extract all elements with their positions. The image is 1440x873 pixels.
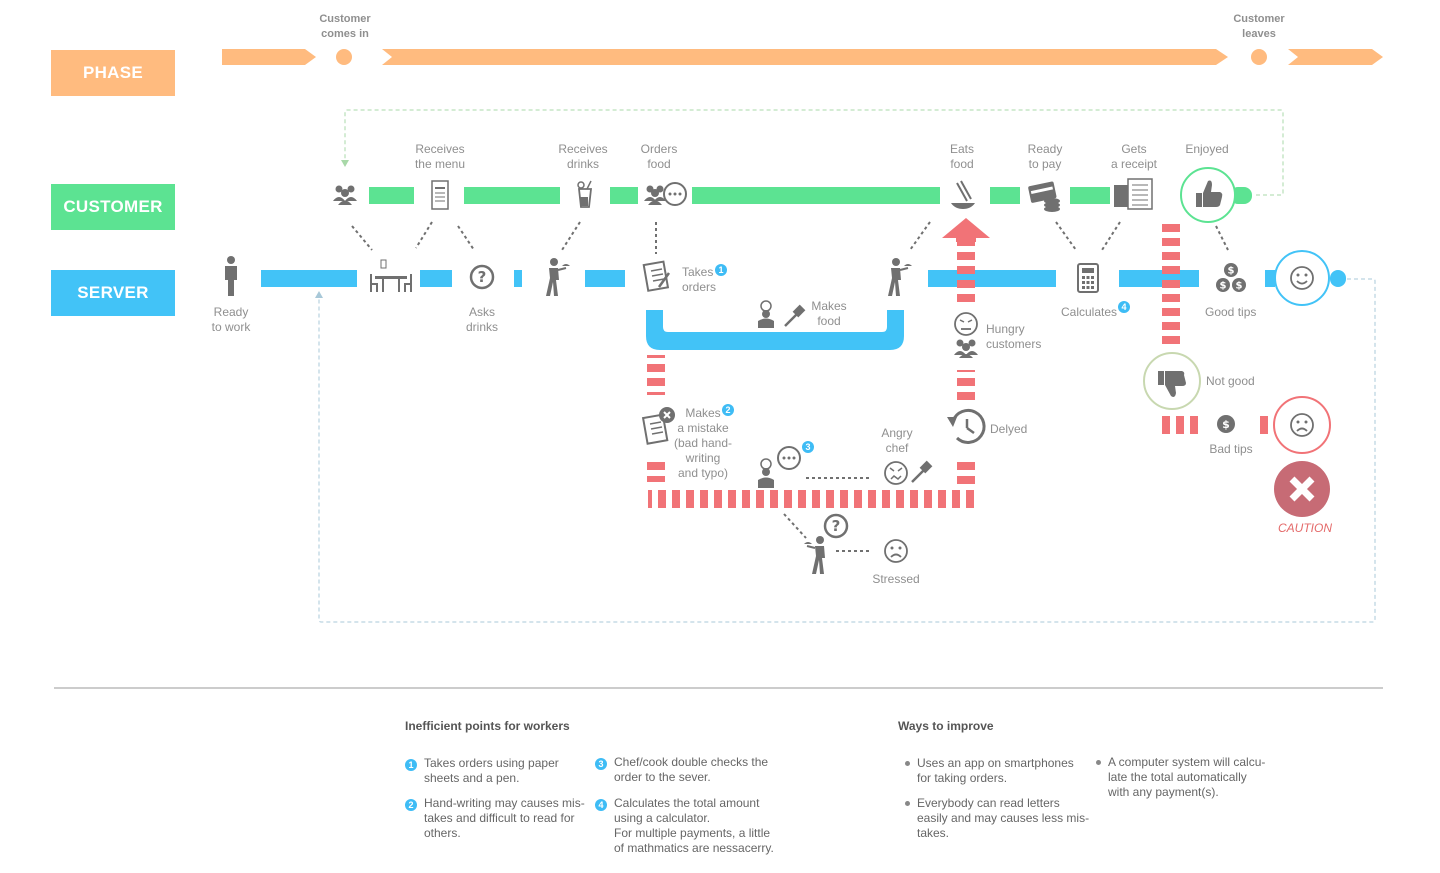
clock-delay-icon	[947, 408, 986, 444]
improve-item: Uses an app on smartphones for taking or…	[917, 756, 1074, 785]
inefficient-item: Calculates the total amount using a calc…	[614, 796, 774, 855]
loop-arrowhead-server	[315, 291, 323, 298]
angry-face-icon	[884, 461, 908, 485]
lane-phase-label: PHASE	[82, 63, 144, 82]
step-asks-drinks: Asks drinks	[465, 305, 498, 334]
loop-arrowhead-customer	[341, 160, 349, 167]
good-tips-coins-icon: $ $ $	[1216, 263, 1246, 292]
step-enjoyed: Enjoyed	[1185, 142, 1229, 156]
calculator-icon	[1077, 263, 1099, 293]
spatula-icon	[784, 304, 806, 327]
svg-text:$: $	[1222, 418, 1230, 431]
pain-paths	[647, 218, 1274, 508]
step-makes-mistake: Makes a mistake (bad hand- writing and t…	[673, 406, 733, 480]
step-hungry-customers: Hungry customers	[986, 322, 1042, 351]
step-makes-food: Makes food	[811, 299, 847, 328]
badge-1: 1	[715, 264, 727, 276]
lane-customer-label: CUSTOMER	[63, 197, 163, 216]
pain-up-arrow	[942, 218, 990, 242]
step-eats-food: Eats food	[949, 142, 974, 171]
chef-icon	[758, 300, 774, 328]
menu-icon	[431, 180, 449, 210]
inefficient-title: Inefficient points for workers	[405, 719, 570, 733]
thumbs-up-icon	[1180, 167, 1236, 223]
badge-3: 3	[802, 441, 814, 453]
chef-icon	[758, 458, 774, 488]
inefficient-item-number: 4	[595, 799, 607, 811]
bullet-icon	[1096, 760, 1101, 765]
step-good-tips: Good tips	[1205, 305, 1257, 319]
receipt-icon	[1114, 178, 1153, 210]
step-calculates: Calculates	[1061, 305, 1118, 319]
waiter-icon	[888, 258, 912, 296]
badge-4: 4	[1118, 301, 1130, 313]
lane-phase: PHASE	[51, 50, 175, 96]
phase-start-marker	[336, 49, 352, 65]
phase-customer-comes-in: Customer comes in	[319, 13, 371, 40]
inefficient-item-number: 3	[595, 758, 607, 770]
badge-2: 2	[722, 404, 734, 416]
inefficient-item: Hand-writing may causes mis- takes and d…	[424, 796, 585, 840]
sad-face-icon	[1273, 396, 1331, 454]
caution-icon	[1274, 461, 1330, 517]
step-not-good: Not good	[1206, 374, 1255, 388]
phase-end-marker	[1251, 49, 1267, 65]
notepad-icon	[642, 260, 671, 292]
step-receives-menu: Receives the menu	[414, 142, 466, 171]
customer-group-icon	[954, 339, 978, 358]
svg-text:$: $	[1236, 281, 1243, 292]
waiter-icon	[804, 536, 825, 574]
customer-group-icon	[333, 185, 357, 205]
order-chat-icon	[644, 182, 687, 206]
question-bubble-icon: ?	[469, 264, 495, 290]
svg-text:$: $	[1220, 281, 1227, 292]
caution-label: CAUTION	[1278, 521, 1332, 535]
svg-text:?: ?	[478, 268, 487, 286]
happy-face-icon	[1274, 250, 1330, 306]
step-gets-receipt: Gets a receipt	[1110, 142, 1158, 171]
svg-text:?: ?	[832, 517, 841, 535]
step-bad-tips: Bad tips	[1209, 442, 1253, 456]
stressed-face-icon	[884, 539, 908, 563]
phase-customer-leaves: Customer leaves	[1233, 13, 1285, 40]
question-bubble-icon: ?	[823, 513, 849, 539]
connectors	[351, 221, 1229, 552]
step-stressed: Stressed	[872, 572, 920, 586]
mistake-notepad-icon	[641, 407, 675, 445]
step-ready-to-work: Ready to work	[211, 305, 251, 334]
inefficient-item-number: 1	[405, 759, 417, 771]
bullet-icon	[905, 801, 910, 806]
step-ready-to-pay: Ready to pay	[1027, 142, 1063, 171]
inefficient-item: Takes orders using paper sheets and a pe…	[424, 756, 559, 785]
payment-icon	[1028, 181, 1060, 212]
hungry-face-icon	[954, 312, 978, 336]
phase-line	[222, 49, 1383, 65]
step-takes-orders: Takes orders	[682, 265, 717, 294]
lane-customer: CUSTOMER	[51, 184, 175, 230]
bad-tips-coin-icon: $	[1217, 415, 1235, 433]
table-icon	[370, 259, 412, 292]
lane-server-label: SERVER	[77, 283, 149, 302]
bullet-icon	[905, 761, 910, 766]
thumbs-down-icon	[1143, 352, 1201, 410]
waiter-icon	[546, 258, 570, 296]
lane-server: SERVER	[51, 270, 175, 316]
chat-bubble-icon	[777, 446, 801, 470]
spatula-icon	[911, 460, 933, 483]
improve-item: A computer system will calcu- late the t…	[1108, 755, 1266, 799]
drink-icon	[577, 180, 593, 208]
improve-item: Everybody can read letters easily and ma…	[917, 796, 1090, 840]
step-delyed: Delyed	[990, 422, 1028, 436]
improve-title: Ways to improve	[898, 719, 994, 733]
step-receives-drinks: Receives drinks	[558, 142, 608, 171]
server-standing-icon	[225, 256, 237, 296]
inefficient-item-number: 2	[405, 799, 417, 811]
inefficient-item: Chef/cook double checks the order to the…	[614, 755, 769, 784]
eating-icon	[951, 180, 975, 209]
svg-text:$: $	[1228, 266, 1235, 277]
step-angry-chef: Angry chef	[881, 426, 913, 455]
step-orders-food: Orders food	[640, 142, 678, 171]
